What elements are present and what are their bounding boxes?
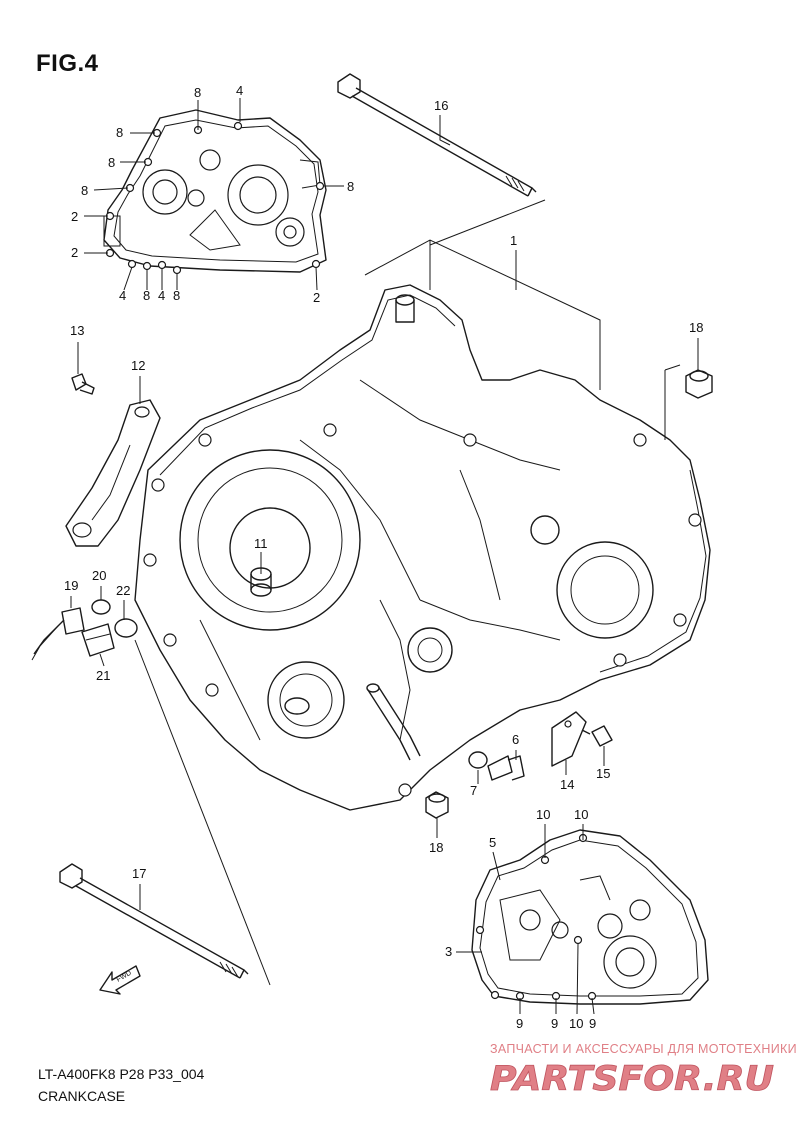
callout-10: 10 <box>536 807 550 822</box>
sensor-19 <box>31 607 85 661</box>
callout-13: 13 <box>70 323 84 338</box>
callout-8: 8 <box>194 85 201 100</box>
callout-17: 17 <box>132 866 146 881</box>
main-crankcase-assembly <box>134 284 711 811</box>
callout-8: 8 <box>347 179 354 194</box>
bracket-12 <box>65 399 161 547</box>
item-16-to-1-leader <box>429 199 546 246</box>
switch-21 <box>81 623 115 657</box>
callout-11: 11 <box>254 536 268 551</box>
long-bolt-16 <box>337 73 537 197</box>
callout-2: 2 <box>71 245 78 260</box>
callout-2: 2 <box>313 290 320 305</box>
callout-8: 8 <box>173 288 180 303</box>
o-ring-20 <box>91 599 111 615</box>
long-bolt-17 <box>59 863 249 979</box>
callout-2: 2 <box>71 209 78 224</box>
callout-18: 18 <box>689 320 703 335</box>
callout-16: 16 <box>434 98 448 113</box>
callout-8: 8 <box>108 155 115 170</box>
figure-code: LT-A400FK8 P28 P33_004 <box>38 1066 205 1082</box>
right-crankcase-half-small <box>471 829 709 1005</box>
figure-title: FIG.4 <box>36 50 99 77</box>
item-1-bracket <box>364 239 601 390</box>
callout-9: 9 <box>516 1016 523 1031</box>
callout-14: 14 <box>560 777 574 792</box>
dashed-guide-line <box>134 639 271 986</box>
fwd-arrow-icon: FWD <box>99 965 141 995</box>
bolt-15 <box>581 725 613 747</box>
callout-8: 8 <box>116 125 123 140</box>
callout-labels: 8 4 8 8 8 8 2 2 4 8 4 8 2 16 1 13 12 18 … <box>64 83 703 1031</box>
watermark-text: ЗАПЧАСТИ И АКСЕССУАРЫ ДЛЯ МОТОТЕХНИКИ <box>490 1042 797 1056</box>
left-crankcase-half-small <box>103 109 327 275</box>
callout-22: 22 <box>116 583 130 598</box>
bolt-13 <box>71 373 95 395</box>
callout-8: 8 <box>81 183 88 198</box>
callout-4: 4 <box>119 288 126 303</box>
callout-10: 10 <box>574 807 588 822</box>
callout-19: 19 <box>64 578 78 593</box>
watermark-logo: PARTSFOR.RU <box>490 1059 774 1098</box>
callout-8: 8 <box>143 288 150 303</box>
callout-6: 6 <box>512 732 519 747</box>
callout-12: 12 <box>131 358 145 373</box>
callout-9: 9 <box>589 1016 596 1031</box>
callout-15: 15 <box>596 766 610 781</box>
bolt-6 <box>487 755 525 781</box>
plate-14 <box>551 711 587 767</box>
callout-3: 3 <box>445 944 452 959</box>
callout-9: 9 <box>551 1016 558 1031</box>
callout-4: 4 <box>158 288 165 303</box>
nut-18-top <box>685 369 713 399</box>
watermark-logo-text: PARTSFOR.RU <box>490 1059 774 1098</box>
callout-1: 1 <box>510 233 517 248</box>
leader-lines <box>70 98 699 1015</box>
callout-4: 4 <box>236 83 243 98</box>
callout-18: 18 <box>429 840 443 855</box>
callout-20: 20 <box>92 568 106 583</box>
gasket-22 <box>114 618 138 638</box>
washer-7 <box>468 751 488 769</box>
callout-5: 5 <box>489 835 496 850</box>
figure-name: CRANKCASE <box>38 1088 126 1104</box>
callout-21: 21 <box>96 668 110 683</box>
callout-10: 10 <box>569 1016 583 1031</box>
callout-7: 7 <box>470 783 477 798</box>
nut-18-bottom <box>425 791 449 819</box>
